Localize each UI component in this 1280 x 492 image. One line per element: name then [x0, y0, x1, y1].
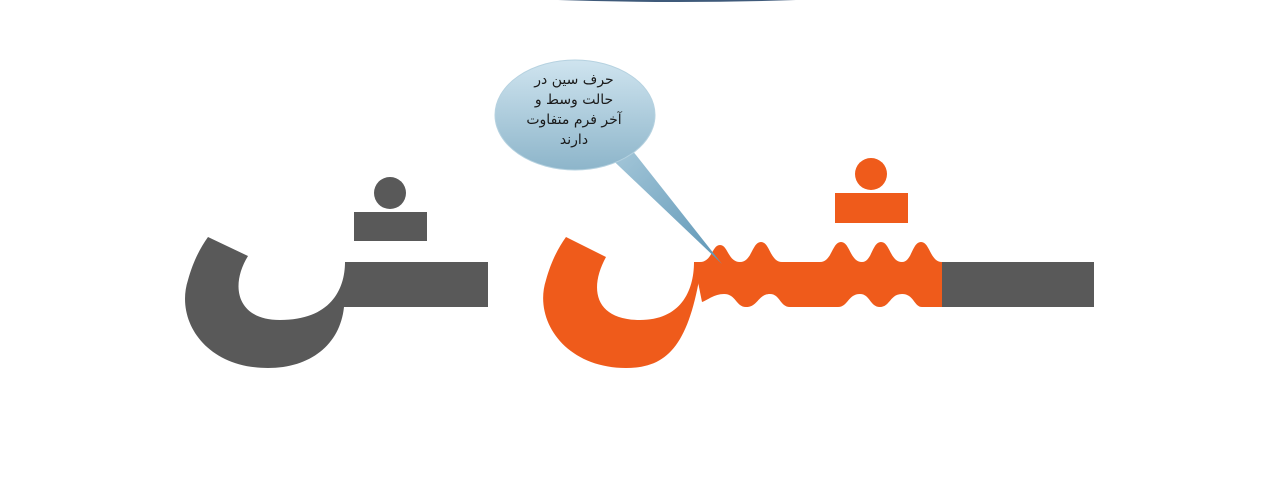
gray-dot [374, 177, 406, 209]
callout-body [494, 59, 656, 171]
gray-tail-bar [942, 262, 1094, 307]
sheen-orange [543, 158, 942, 368]
callout-text: حرف سین در حالت وسط و آخر فرم متفاوت دار… [526, 72, 622, 148]
gray-bar [354, 212, 427, 241]
isolated-sheen-gray [185, 177, 488, 368]
orange-bowl [543, 237, 702, 368]
callout-bubble [494, 59, 722, 264]
gray-bowl [185, 237, 488, 368]
orange-teeth [694, 242, 942, 307]
callout-tail [600, 148, 722, 264]
top-bar [558, 0, 796, 2]
orange-bar [835, 193, 908, 223]
orange-dot [855, 158, 887, 190]
